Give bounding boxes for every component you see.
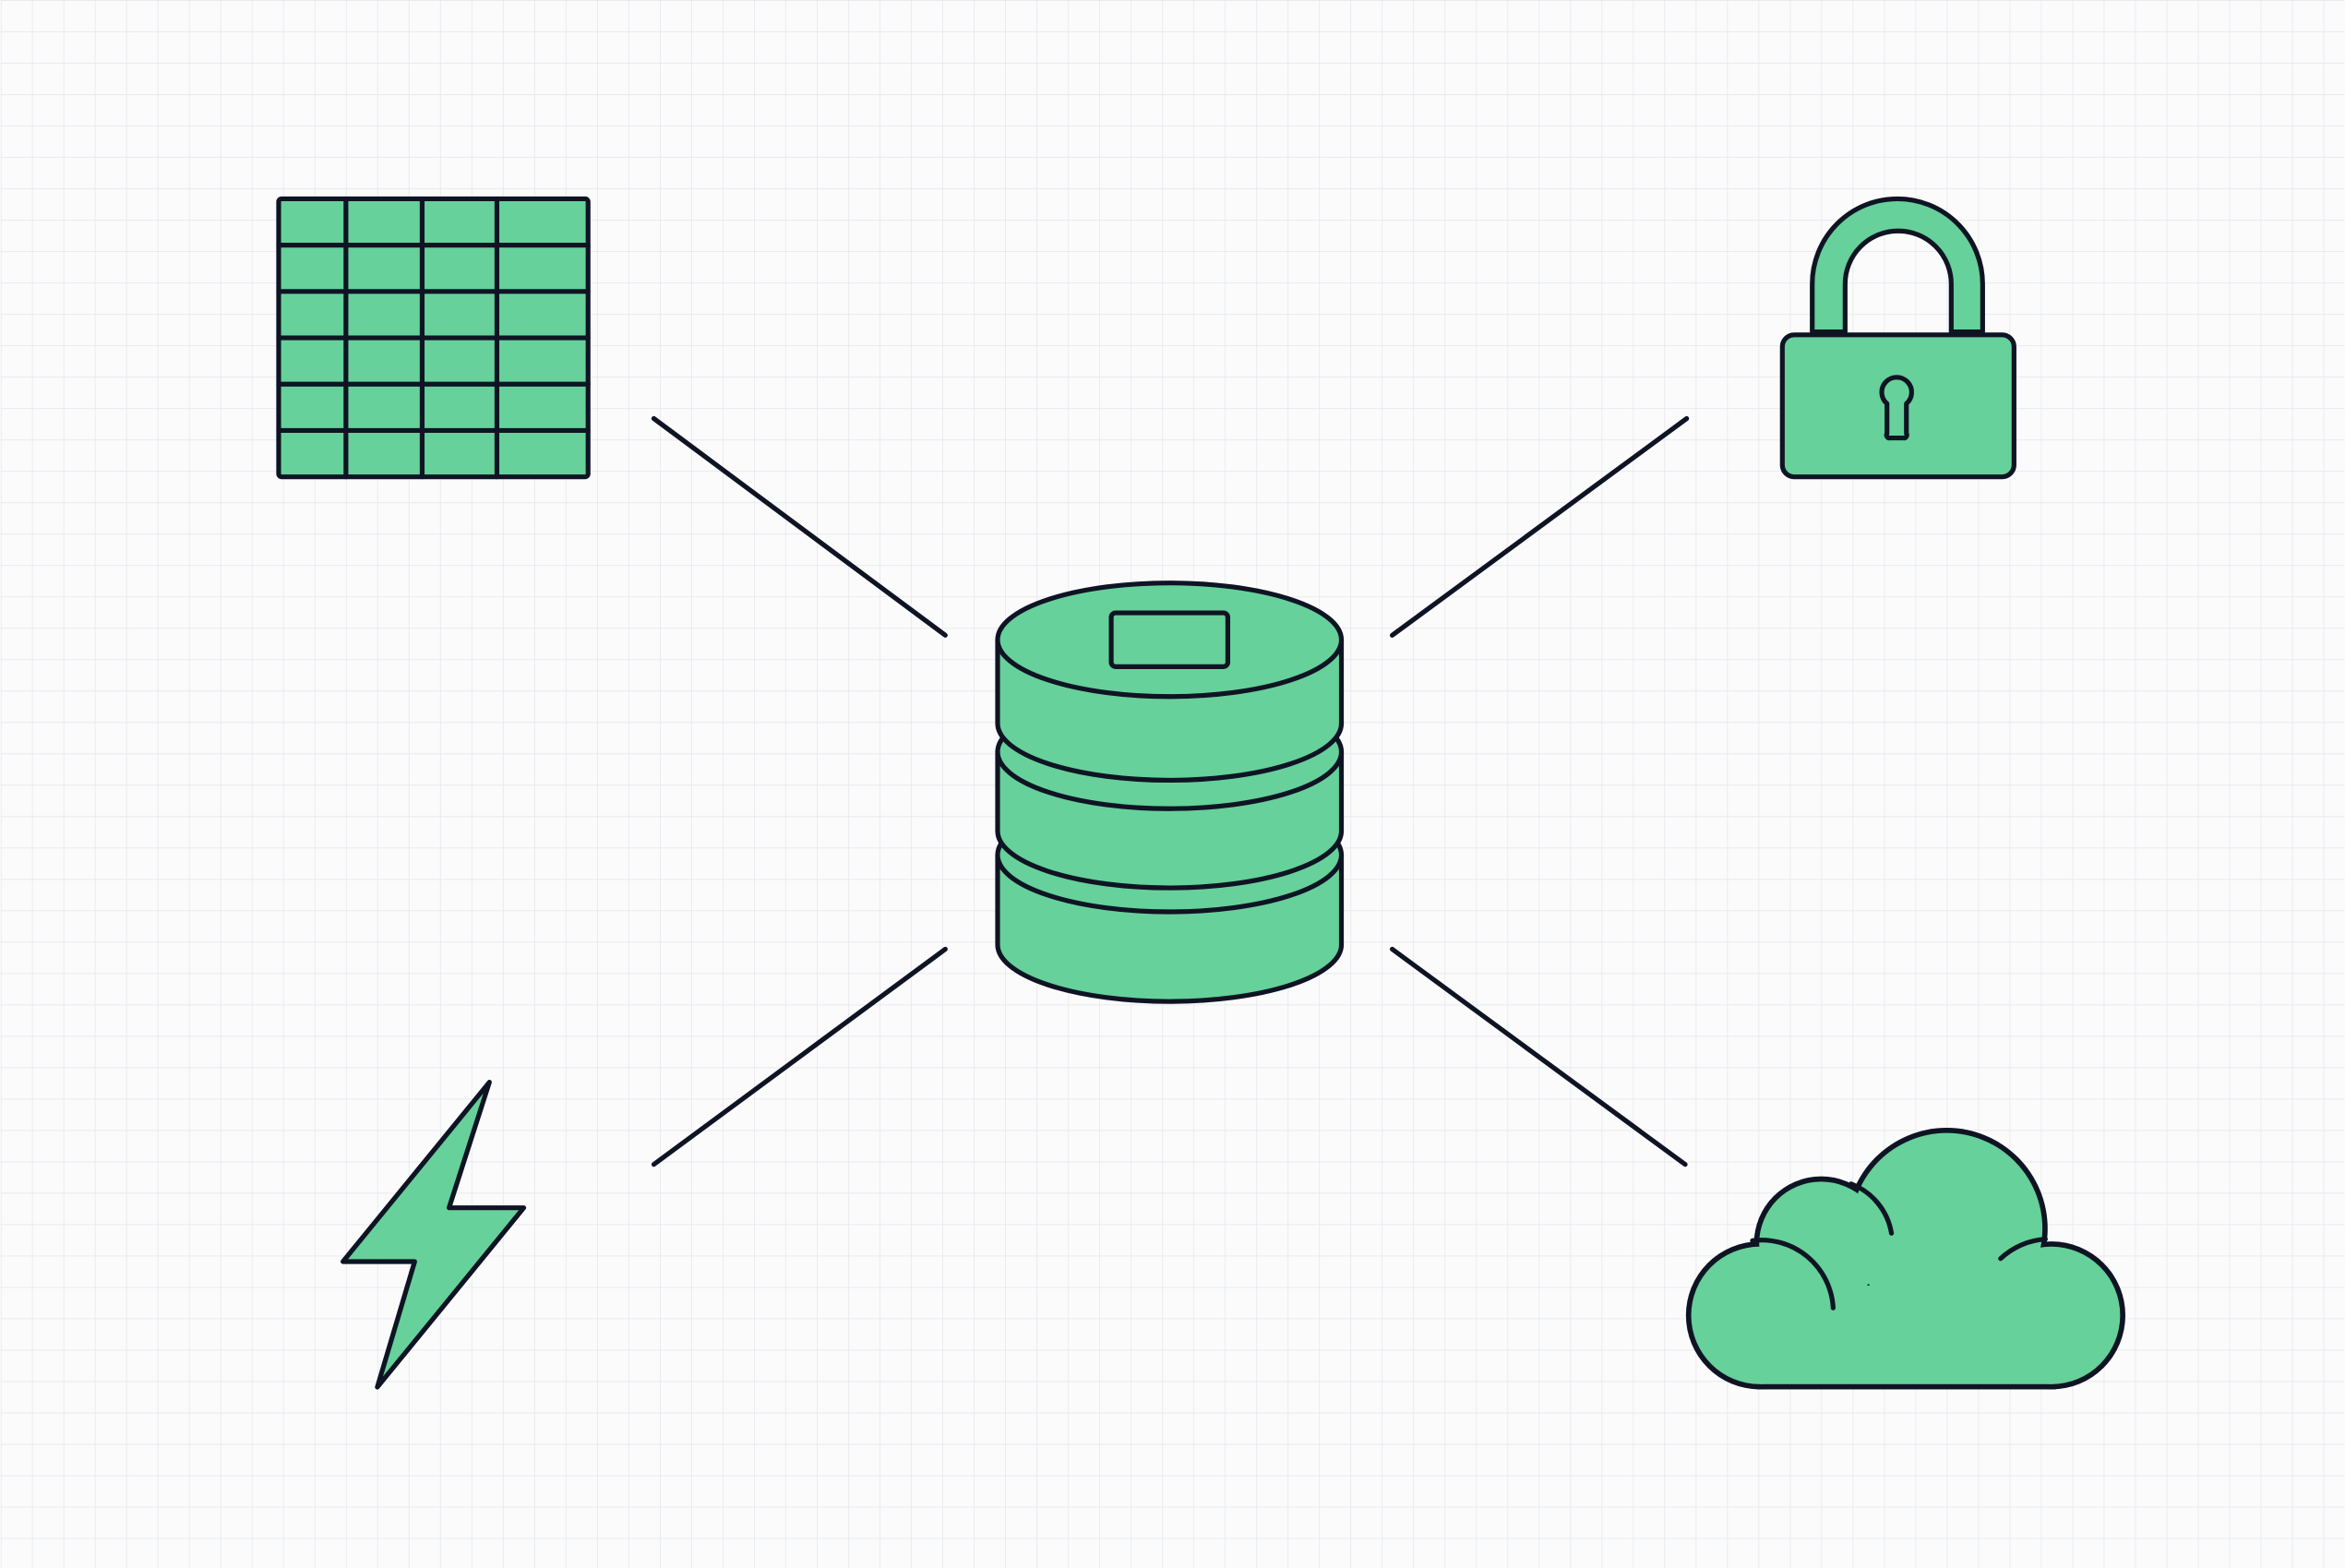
database-label-slot xyxy=(1108,610,1231,669)
cloud-icon xyxy=(1685,1128,2126,1390)
connector-top-right xyxy=(1389,415,1690,638)
connector-bottom-left xyxy=(651,946,948,1167)
padlock-icon xyxy=(1779,196,2016,480)
connector-top-left xyxy=(651,415,948,638)
database-icon xyxy=(995,581,1345,1004)
lightning-bolt-icon xyxy=(341,1080,527,1390)
table-grid-icon xyxy=(276,196,591,480)
connector-bottom-right xyxy=(1389,946,1688,1167)
